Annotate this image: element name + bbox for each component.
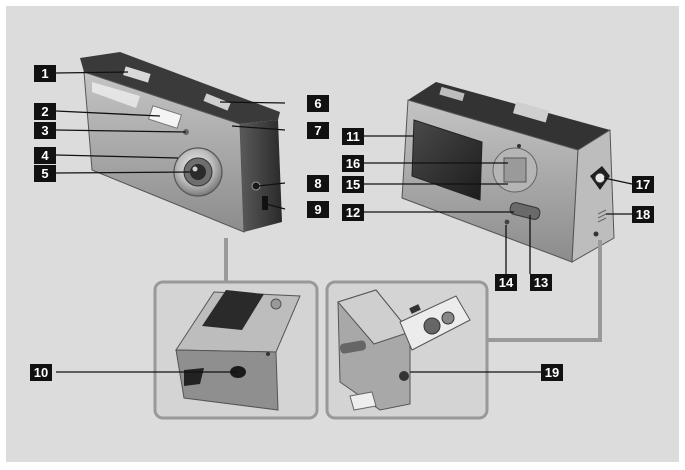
- callout-2: 2: [34, 103, 56, 120]
- callout-14: 14: [495, 274, 517, 291]
- back-camera-side: [571, 129, 615, 263]
- shutter-button: [123, 66, 151, 83]
- battery-compartment: [423, 317, 441, 335]
- side-port: [262, 196, 268, 210]
- callout-8: 8: [307, 175, 329, 192]
- bottom-view-camera: [175, 290, 301, 411]
- callout-13: 13: [530, 274, 552, 291]
- zoom-rocker: [509, 202, 541, 220]
- leader-lines: [55, 71, 633, 373]
- callout-7: 7: [307, 122, 329, 139]
- callout-9: 9: [307, 201, 329, 218]
- callout-6: 6: [307, 95, 329, 112]
- callout-11: 11: [342, 128, 364, 145]
- front-camera: [80, 52, 282, 233]
- top-button: [203, 93, 231, 111]
- battery-door-camera: [337, 289, 471, 411]
- callout-19: 19: [541, 364, 563, 381]
- callout-18: 18: [632, 206, 654, 223]
- lcd-screen: [411, 119, 483, 201]
- callout-5: 5: [34, 165, 56, 182]
- callout-16: 16: [342, 155, 364, 172]
- callout-10: 10: [30, 364, 52, 381]
- callout-12: 12: [342, 204, 364, 221]
- connector-right: [488, 240, 602, 342]
- reset-hole: [504, 219, 510, 225]
- callout-17: 17: [632, 176, 654, 193]
- front-camera-side: [240, 120, 282, 232]
- lens-glass: [190, 164, 206, 180]
- flash: [147, 105, 183, 129]
- back-camera: [401, 82, 615, 263]
- callout-15: 15: [342, 176, 364, 193]
- callout-4: 4: [34, 147, 56, 164]
- callout-3: 3: [34, 122, 56, 139]
- callout-1: 1: [34, 65, 56, 82]
